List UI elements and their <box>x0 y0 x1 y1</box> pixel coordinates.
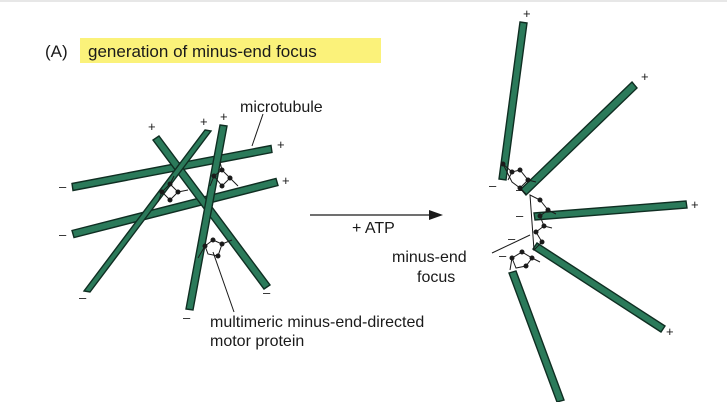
plus-end-label: + <box>220 109 228 124</box>
plus-end-label: + <box>200 114 208 129</box>
microtubule-leader-line <box>251 113 264 147</box>
plus-end-label: + <box>691 197 699 212</box>
right-motor-complexes <box>500 161 557 271</box>
plus-end-label: + <box>282 173 290 188</box>
focus-label-line2: focus <box>417 269 455 286</box>
motor-protein <box>209 161 239 189</box>
minus-end-label: – <box>59 227 67 242</box>
left-end-signs: + + + + + – – – – – <box>59 109 290 325</box>
motor-leader-line <box>212 251 235 313</box>
minus-end-label: – <box>59 179 67 194</box>
minus-end-label: – <box>516 208 524 223</box>
microtubule <box>82 129 213 293</box>
left-microtubule-array <box>71 124 279 311</box>
microtubule <box>498 21 528 181</box>
minus-end-label: – <box>263 285 271 300</box>
microtubule <box>532 242 666 333</box>
left-motor-complexes <box>157 161 239 259</box>
panel-letter: (A) <box>45 42 68 61</box>
minus-end-label: – <box>79 290 87 305</box>
focus-label-line1: minus-end <box>392 249 467 266</box>
focus-leader-line <box>491 234 531 254</box>
microtubule <box>520 80 638 197</box>
minus-end-label: – <box>183 310 191 325</box>
plus-end-label: + <box>641 69 649 84</box>
microtubule <box>533 200 688 221</box>
microtubule <box>185 124 228 311</box>
minus-end-label: – <box>489 178 497 193</box>
motor-protein <box>197 237 233 259</box>
reaction-arrow <box>310 210 443 220</box>
plus-end-label: + <box>277 137 285 152</box>
plus-end-label: + <box>666 324 674 339</box>
plus-end-label: + <box>523 6 531 21</box>
minus-end-label: – <box>516 182 524 197</box>
plus-end-label: + <box>148 119 156 134</box>
atp-label: + ATP <box>352 220 395 237</box>
motor-protein <box>157 175 189 203</box>
microtubule <box>71 177 279 239</box>
minus-end-label: – <box>499 248 507 263</box>
microtubule-label: microtubule <box>240 99 323 116</box>
motor-label-line1: multimeric minus-end-directed <box>210 314 424 331</box>
right-aster <box>498 21 688 402</box>
right-end-signs: + + + + – – – – – <box>489 6 699 339</box>
panel-title: generation of minus-end focus <box>88 42 317 61</box>
minus-end-label: – <box>508 231 516 246</box>
motor-label-line2: motor protein <box>210 333 304 350</box>
microtubule <box>508 270 565 402</box>
title-highlight <box>80 38 381 63</box>
